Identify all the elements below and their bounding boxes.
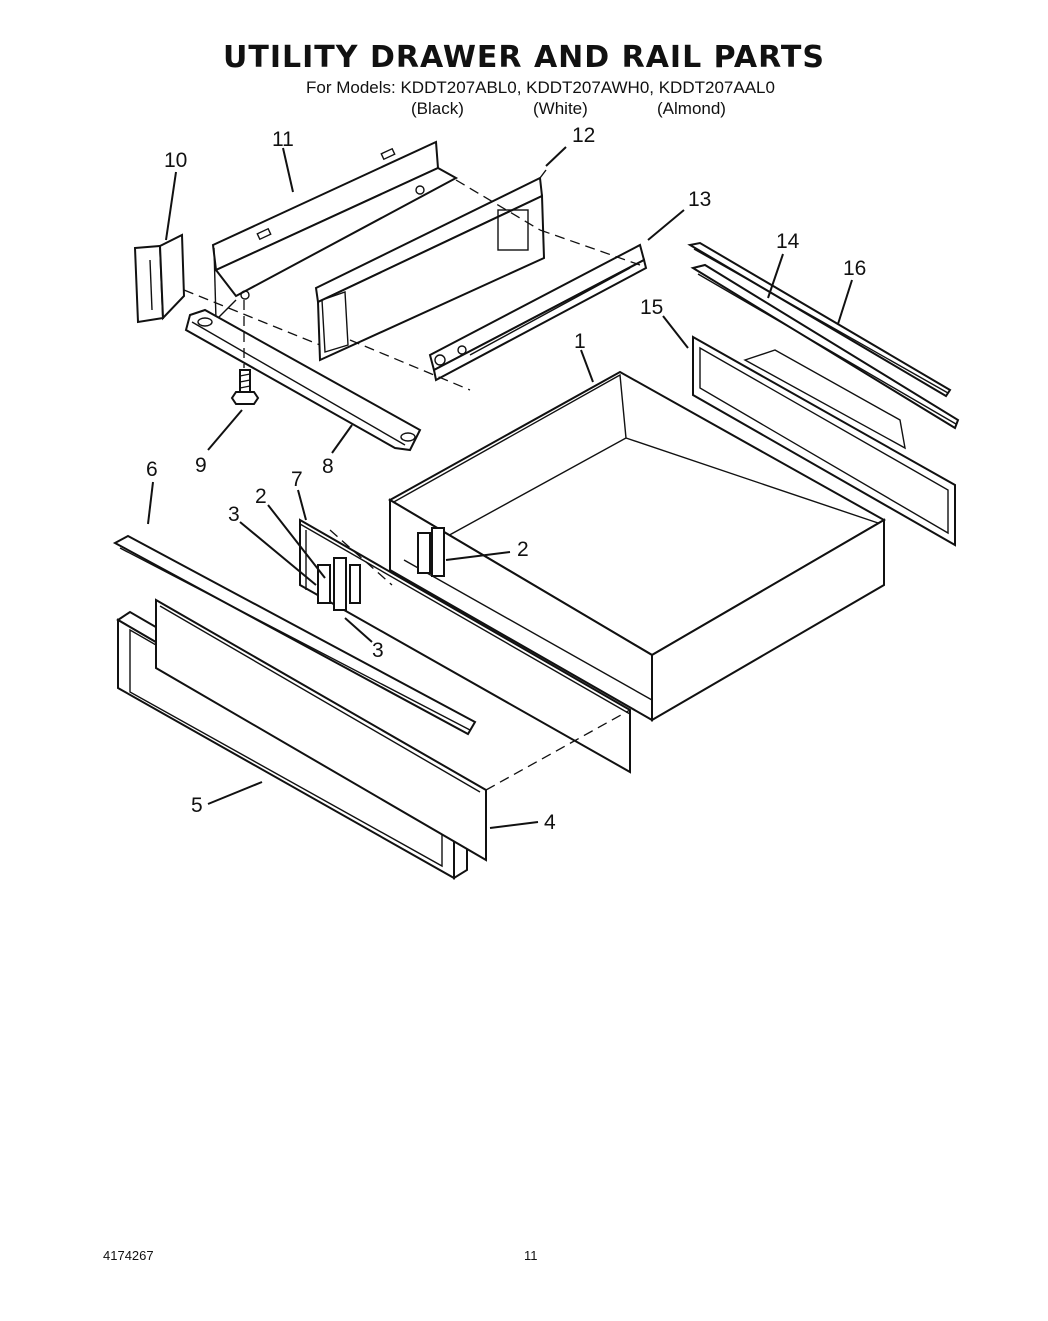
- callout-10: 10: [164, 149, 187, 172]
- part-15-rear-panel: [692, 335, 956, 547]
- part-2-box-hinge: [417, 527, 445, 577]
- callout-15: 15: [640, 296, 663, 319]
- callout-12: 12: [572, 124, 595, 147]
- part-11-panel: [211, 140, 459, 321]
- alignment-lines: [183, 179, 641, 791]
- part-2-3-front-hinges: [317, 557, 361, 611]
- part-14-trim-strip: [687, 241, 952, 398]
- part-6-trim-bar: [112, 534, 477, 736]
- part-1-drawer-box: [387, 370, 887, 722]
- callout-16: 16: [843, 257, 866, 280]
- callout-13: 13: [688, 188, 711, 211]
- variant-almond: (Almond): [657, 99, 726, 118]
- callout-1: 1: [574, 330, 586, 353]
- callout-14: 14: [776, 230, 800, 253]
- callout-3-lower: 3: [372, 639, 384, 662]
- callout-4: 4: [544, 811, 556, 834]
- callout-6: 6: [146, 458, 158, 481]
- callout-2-box: 2: [517, 538, 529, 561]
- variant-white: (White): [533, 99, 588, 118]
- callout-3-front: 3: [228, 503, 240, 526]
- callout-8: 8: [322, 455, 334, 478]
- part-7-front-panel: [299, 518, 631, 774]
- callout-9: 9: [195, 454, 207, 477]
- callout-5: 5: [191, 794, 203, 817]
- part-10-bracket: [133, 233, 186, 324]
- callout-7: 7: [291, 468, 303, 491]
- variant-black: (Black): [411, 99, 464, 118]
- part-12-rail-bracket: [314, 169, 547, 362]
- page-title: UTILITY DRAWER AND RAIL PARTS: [223, 40, 825, 75]
- models-line: For Models: KDDT207ABL0, KDDT207AWH0, KD…: [306, 78, 775, 97]
- callout-2-front: 2: [255, 485, 267, 508]
- callout-labels: 10 11 12 13 14 16 15 1 9 8 6 7 2 3 2 3 5…: [146, 124, 866, 834]
- leader-lines: [147, 146, 853, 829]
- doc-number: 4174267: [103, 1248, 154, 1263]
- part-4-glass-panel: [155, 598, 487, 862]
- part-16-angle-strip: [690, 263, 960, 430]
- page-number: 11: [524, 1248, 538, 1263]
- part-8-rail-strip: [184, 308, 422, 452]
- callout-11: 11: [272, 128, 294, 151]
- part-9-screw: [230, 369, 260, 405]
- part-13-slide-rail: [428, 243, 648, 382]
